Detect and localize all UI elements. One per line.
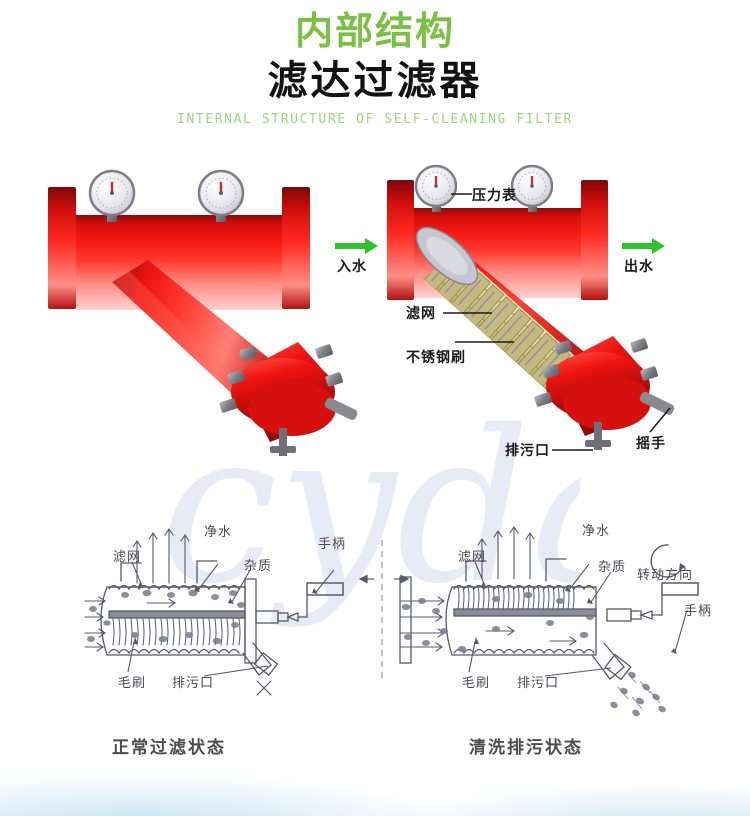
screen-top-plate — [415, 226, 479, 286]
page-title-black: 滤达过滤器 — [267, 58, 483, 104]
label-br-brush: 毛刷 — [462, 676, 491, 691]
diagram-normal-filtering — [84, 505, 375, 705]
label-bl-brush: 毛刷 — [118, 676, 147, 691]
leader-crank-handle — [648, 407, 672, 434]
pressure-gauge-right — [197, 169, 245, 222]
page-subtitle-english: INTERNAL STRUCTURE OF SELF-CLEANING FILT… — [177, 112, 573, 127]
label-bl-handle: 手柄 — [318, 537, 347, 552]
label-bl-clean-water: 净水 — [204, 525, 233, 540]
leader-stainless-brush — [455, 340, 515, 344]
leader-screen-cutaway — [443, 311, 493, 315]
pressure-gauge-right-cut — [510, 164, 554, 212]
label-br-impurity: 杂质 — [598, 560, 627, 575]
leader-pressure-gauge — [451, 192, 473, 196]
label-pressure-gauge: 压力表 — [472, 188, 517, 204]
leaders-bottom-left — [120, 558, 380, 688]
label-bl-screen: 滤网 — [113, 550, 142, 565]
label-br-drain: 排污口 — [517, 676, 560, 691]
page-title-green: 内部结构 — [294, 9, 455, 53]
label-br-clean-water: 净水 — [582, 524, 611, 539]
bottom-glow — [0, 706, 750, 816]
page-header: 内部结构 滤达过滤器 INTERNAL STRUCTURE OF SELF-CL… — [0, 0, 750, 128]
crank-handle — [639, 391, 675, 415]
diagram-cutaway — [375, 160, 705, 460]
bottom-cap-assembly — [219, 342, 358, 456]
label-screen-cutaway: 滤网 — [406, 306, 436, 322]
caption-normal-filtering: 正常过滤状态 — [112, 738, 226, 758]
label-stainless-brush: 不锈钢刷 — [406, 350, 466, 366]
center-divider — [376, 540, 388, 680]
pressure-gauge-left — [88, 169, 136, 222]
caption-flush-discharge: 清洗排污状态 — [469, 738, 583, 758]
leader-drain-outlet — [552, 448, 594, 452]
drain-stem — [594, 422, 602, 450]
diagram-closed-body — [30, 160, 358, 460]
label-br-rotation: 转动方向 — [637, 568, 694, 583]
outlet-arrow-icon — [622, 238, 666, 254]
label-br-screen: 滤网 — [458, 550, 487, 565]
label-bl-impurity: 杂质 — [244, 559, 273, 574]
label-crank-handle: 摇手 — [636, 436, 666, 452]
label-inlet: 入水 — [337, 259, 367, 275]
label-outlet: 出水 — [624, 259, 654, 275]
inlet-arrow-icon — [335, 238, 379, 254]
label-bl-drain: 排污口 — [172, 676, 215, 691]
label-drain-outlet: 排污口 — [505, 443, 550, 459]
leaders-bottom-right — [465, 558, 715, 688]
label-br-handle: 手柄 — [684, 604, 713, 619]
pressure-gauge-left-cut — [414, 164, 458, 212]
bottom-cap-assembly-cut — [534, 336, 675, 450]
